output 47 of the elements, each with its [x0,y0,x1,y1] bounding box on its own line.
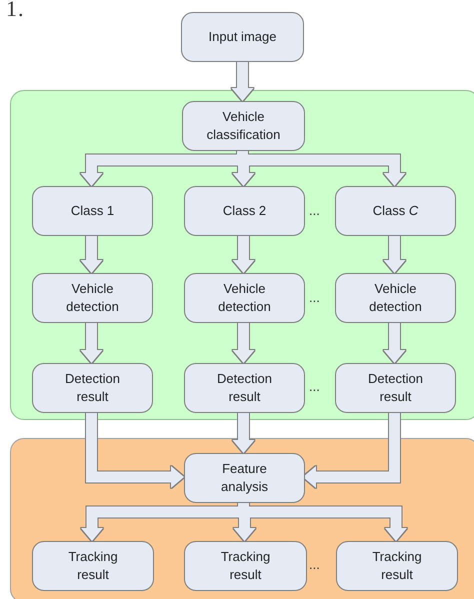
process-box [32,186,153,236]
box-label: Vehicle detection [65,280,120,316]
block-arrow [384,235,406,273]
process-box [335,273,456,323]
ellipsis: ... [309,290,320,305]
box-label: Class C [372,202,420,220]
process-box [32,363,153,413]
block-arrow [232,62,254,101]
box-label: Detection result [64,370,121,406]
ellipsis: ... [309,557,320,572]
box-label: Detection result [216,370,273,406]
box-label: Class 1 [70,202,116,220]
block-arrow [232,322,254,363]
process-box [182,101,305,151]
figure-number: 1. [6,0,24,22]
block-arrow [232,412,254,453]
box-label: Vehicle detection [368,280,423,316]
process-box [181,12,304,62]
process-box [184,363,305,413]
box-label: Class 2 [222,202,268,220]
block-arrow [80,322,102,363]
group-panel [10,438,474,599]
box-label: Detection result [367,370,424,406]
block-arrow [80,235,102,273]
process-box [335,186,456,236]
box-label: Input image [208,28,278,46]
block-arrow [86,412,184,488]
process-box [184,541,307,591]
box-label: Tracking result [67,548,119,584]
group-panel [10,90,474,420]
process-box [335,363,456,413]
ellipsis: ... [309,203,320,218]
ellipsis: ... [309,379,320,394]
block-arrow [232,235,254,273]
process-box [184,186,305,236]
box-label: Tracking result [371,548,423,584]
process-box [336,541,458,591]
box-label: Feature analysis [220,460,269,496]
process-box [184,453,305,503]
process-box [184,273,305,323]
box-label: Tracking result [220,548,272,584]
process-box [32,273,153,323]
block-arrow [384,322,406,363]
block-arrow [303,412,400,488]
box-label: Vehicle detection [217,280,272,316]
process-box [32,541,154,591]
box-label: Vehicle classification [206,108,282,144]
